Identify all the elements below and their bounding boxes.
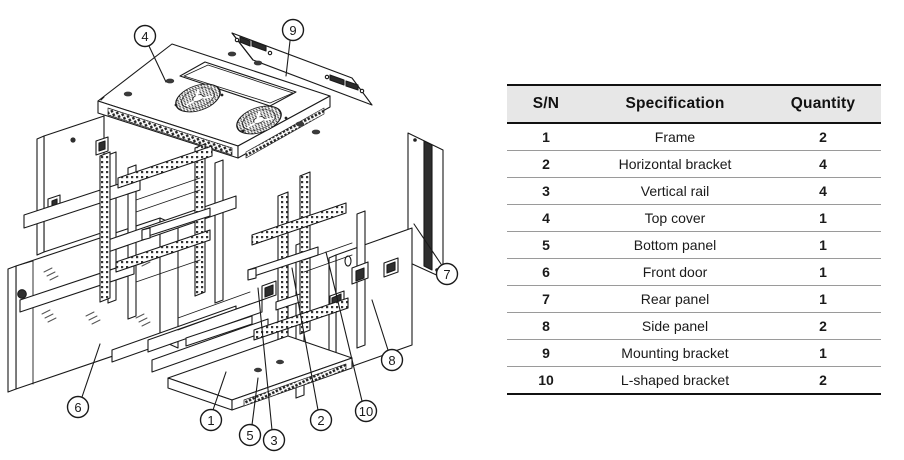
callout-5: 5: [238, 423, 262, 447]
exploded-assembly-diagram: 4 9 7 8 6: [7, 18, 459, 452]
callout-7: 7: [435, 262, 459, 286]
callout-2: 2: [309, 408, 333, 432]
cell-sn: 8: [507, 312, 585, 340]
cell-qty: 1: [765, 258, 881, 286]
column-header-quantity: Quantity: [765, 84, 881, 124]
cell-sn: 3: [507, 177, 585, 205]
callout-9: 9: [281, 18, 305, 42]
cell-qty: 1: [765, 204, 881, 232]
callout-6: 6: [66, 395, 90, 419]
diagram-geometry: 4 9 7 8 6: [7, 18, 459, 452]
cell-sn: 7: [507, 285, 585, 313]
cell-sn: 4: [507, 204, 585, 232]
callout-4-label: 4: [141, 29, 148, 44]
cell-qty: 4: [765, 177, 881, 205]
table-row: 5 Bottom panel 1: [507, 231, 881, 259]
cell-spec: L-shaped bracket: [585, 366, 765, 395]
cell-spec: Mounting bracket: [585, 339, 765, 367]
table-row: 6 Front door 1: [507, 258, 881, 286]
cell-qty: 1: [765, 285, 881, 313]
table-row: 7 Rear panel 1: [507, 285, 881, 313]
callout-5-label: 5: [246, 428, 253, 443]
callout-10: 10: [354, 399, 378, 423]
cell-spec: Top cover: [585, 204, 765, 232]
callout-4: 4: [133, 24, 157, 48]
cell-sn: 10: [507, 366, 585, 395]
callout-2-label: 2: [317, 413, 324, 428]
callout-7-label: 7: [443, 267, 450, 282]
part-side-panel-left: [36, 115, 109, 256]
table-row: 3 Vertical rail 4: [507, 177, 881, 205]
cell-sn: 6: [507, 258, 585, 286]
callout-8: 8: [380, 348, 404, 372]
part-rear-panel: [407, 132, 444, 279]
table-row: 2 Horizontal bracket 4: [507, 150, 881, 178]
table-header: S/N Specification Quantity: [507, 84, 881, 124]
callout-8-label: 8: [388, 353, 395, 368]
cell-qty: 4: [765, 150, 881, 178]
table-body: 1 Frame 2 2 Horizontal bracket 4 3 Verti…: [507, 123, 881, 395]
cell-sn: 2: [507, 150, 585, 178]
cell-qty: 2: [765, 366, 881, 395]
cell-spec: Front door: [585, 258, 765, 286]
table-row: 1 Frame 2: [507, 123, 881, 151]
cell-qty: 1: [765, 231, 881, 259]
column-header-sn: S/N: [507, 84, 585, 124]
cell-qty: 2: [765, 312, 881, 340]
cell-spec: Side panel: [585, 312, 765, 340]
callout-1-label: 1: [207, 413, 214, 428]
part-side-panel-right: [328, 227, 413, 376]
callout-6-label: 6: [74, 400, 81, 415]
cell-spec: Frame: [585, 123, 765, 151]
callout-3: 3: [262, 428, 286, 452]
cell-spec: Bottom panel: [585, 231, 765, 259]
parts-list-table: S/N Specification Quantity 1 Frame 2 2 H…: [507, 84, 881, 395]
part-mounting-bracket: [231, 32, 373, 106]
cell-spec: Vertical rail: [585, 177, 765, 205]
table-row: 8 Side panel 2: [507, 312, 881, 340]
callout-10-label: 10: [359, 404, 373, 419]
callout-leader-lines: [81, 40, 442, 431]
table-row: 10 L-shaped bracket 2: [507, 366, 881, 395]
cell-spec: Horizontal bracket: [585, 150, 765, 178]
parts-table-element: S/N Specification Quantity 1 Frame 2 2 H…: [507, 84, 881, 395]
cell-sn: 5: [507, 231, 585, 259]
table-row: 4 Top cover 1: [507, 204, 881, 232]
cell-qty: 2: [765, 123, 881, 151]
cell-qty: 1: [765, 339, 881, 367]
diagram-svg: 4 9 7 8 6: [7, 18, 459, 452]
callout-markers: 4 9 7 8 6: [66, 18, 459, 452]
cell-sn: 9: [507, 339, 585, 367]
table-row: 9 Mounting bracket 1: [507, 339, 881, 367]
cell-spec: Rear panel: [585, 285, 765, 313]
table-header-row: S/N Specification Quantity: [507, 84, 881, 124]
callout-3-label: 3: [270, 433, 277, 448]
callout-1: 1: [199, 408, 223, 432]
frame-inner-detail: [135, 177, 353, 331]
part-l-shaped-bracket: [141, 207, 369, 347]
column-header-specification: Specification: [585, 84, 765, 124]
callout-9-label: 9: [289, 23, 296, 38]
cell-sn: 1: [507, 123, 585, 151]
part-top-cover: [97, 43, 331, 159]
